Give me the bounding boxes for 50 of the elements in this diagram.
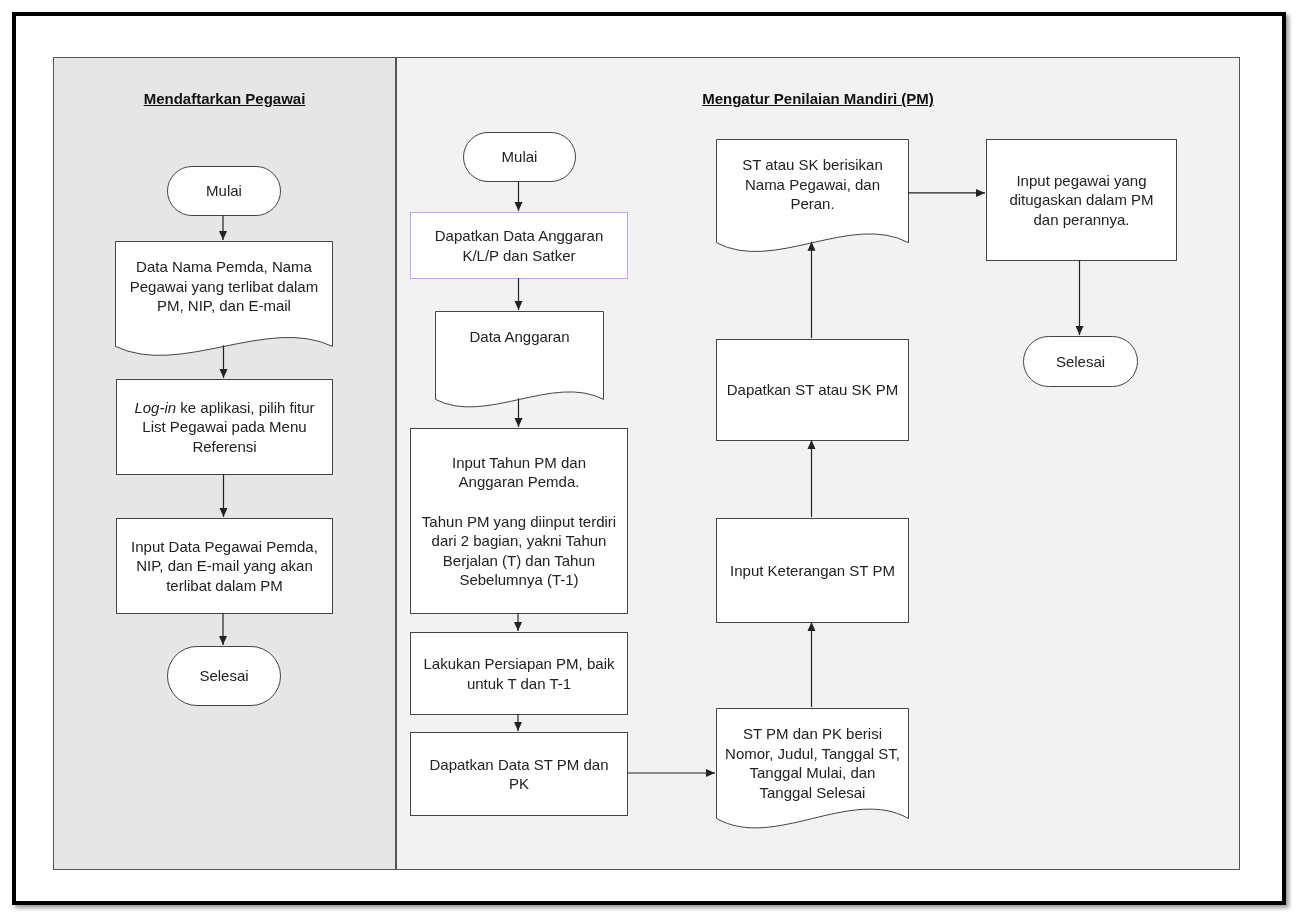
- node-text: Log-in ke aplikasi, pilih fitur List Pegawai pada Menu Referensi: [133, 397, 316, 457]
- node-text: Input Keterangan ST PM: [730, 560, 895, 581]
- process-box: [986, 139, 1177, 261]
- swimlane: [53, 57, 396, 870]
- node-text: Data Nama Pemda, Nama Pegawai yang terlibat dalam PM, NIP, dan E-mail: [128, 257, 320, 316]
- arrow: [514, 277, 523, 311]
- node-text: Lakukan Persiapan PM, baik untuk T dan T-1: [422, 654, 616, 693]
- arrow: [807, 439, 816, 518]
- process-box: [410, 212, 628, 279]
- arrow: [514, 397, 523, 428]
- swimlane: [396, 57, 1240, 870]
- lane-heading: Mendaftarkan Pegawai: [143, 89, 306, 109]
- arrow: [514, 713, 522, 732]
- node-text: Mulai: [206, 181, 242, 201]
- process-box: [116, 379, 333, 475]
- arrow: [807, 621, 816, 708]
- process-box: [116, 518, 333, 614]
- arrow: [514, 180, 523, 212]
- arrow: [807, 241, 816, 339]
- node-text: Selesai: [1055, 351, 1106, 372]
- terminal-shape: [167, 646, 281, 706]
- node-text: ST atau SK berisikan Nama Pegawai, dan Peran.: [741, 155, 884, 214]
- process-box: [716, 339, 909, 441]
- node-text: Tahun PM yang diinput terdiri dari 2 bagian, yakni Tahun Berjalan (T) dan Tahun Sebelumnya (T-1): [420, 511, 618, 590]
- node-text: Input Tahun PM dan Anggaran Pemda.: [451, 452, 587, 492]
- node-text: Dapatkan ST atau SK PM: [726, 380, 899, 400]
- arrow: [219, 344, 228, 379]
- terminal-shape: [463, 132, 576, 182]
- process-box: [410, 428, 628, 614]
- arrow: [219, 214, 227, 241]
- node-text: Input pegawai yang ditugaskan dalam PM dan perannya.: [1008, 170, 1155, 230]
- arrow: [219, 473, 228, 518]
- node-text: Input Data Pegawai Pemda, NIP, dan E-mail yang akan terlibat dalam PM: [130, 536, 319, 596]
- arrow: [626, 769, 716, 777]
- arrow: [514, 612, 522, 632]
- process-box: [410, 632, 628, 715]
- node-text: Dapatkan Data Anggaran K/L/P dan Satker: [433, 226, 605, 265]
- node-text: Mulai: [501, 147, 538, 167]
- arrow: [219, 612, 227, 646]
- terminal-shape: [167, 166, 281, 216]
- arrow: [1075, 259, 1084, 336]
- lane-heading: Mengatur Penilaian Mandiri (PM): [702, 89, 934, 109]
- node-text: ST PM dan PK berisi Nomor, Judul, Tanggal ST, Tanggal Mulai, dan Tanggal Selesai: [724, 724, 901, 802]
- arrow: [907, 188, 986, 197]
- terminal-shape: [1023, 336, 1138, 387]
- node-text: Data Anggaran: [469, 327, 570, 347]
- process-box: [716, 518, 909, 623]
- node-text: Dapatkan Data ST PM dan PK: [428, 754, 610, 794]
- node-text: Selesai: [199, 666, 249, 686]
- process-box: [410, 732, 628, 816]
